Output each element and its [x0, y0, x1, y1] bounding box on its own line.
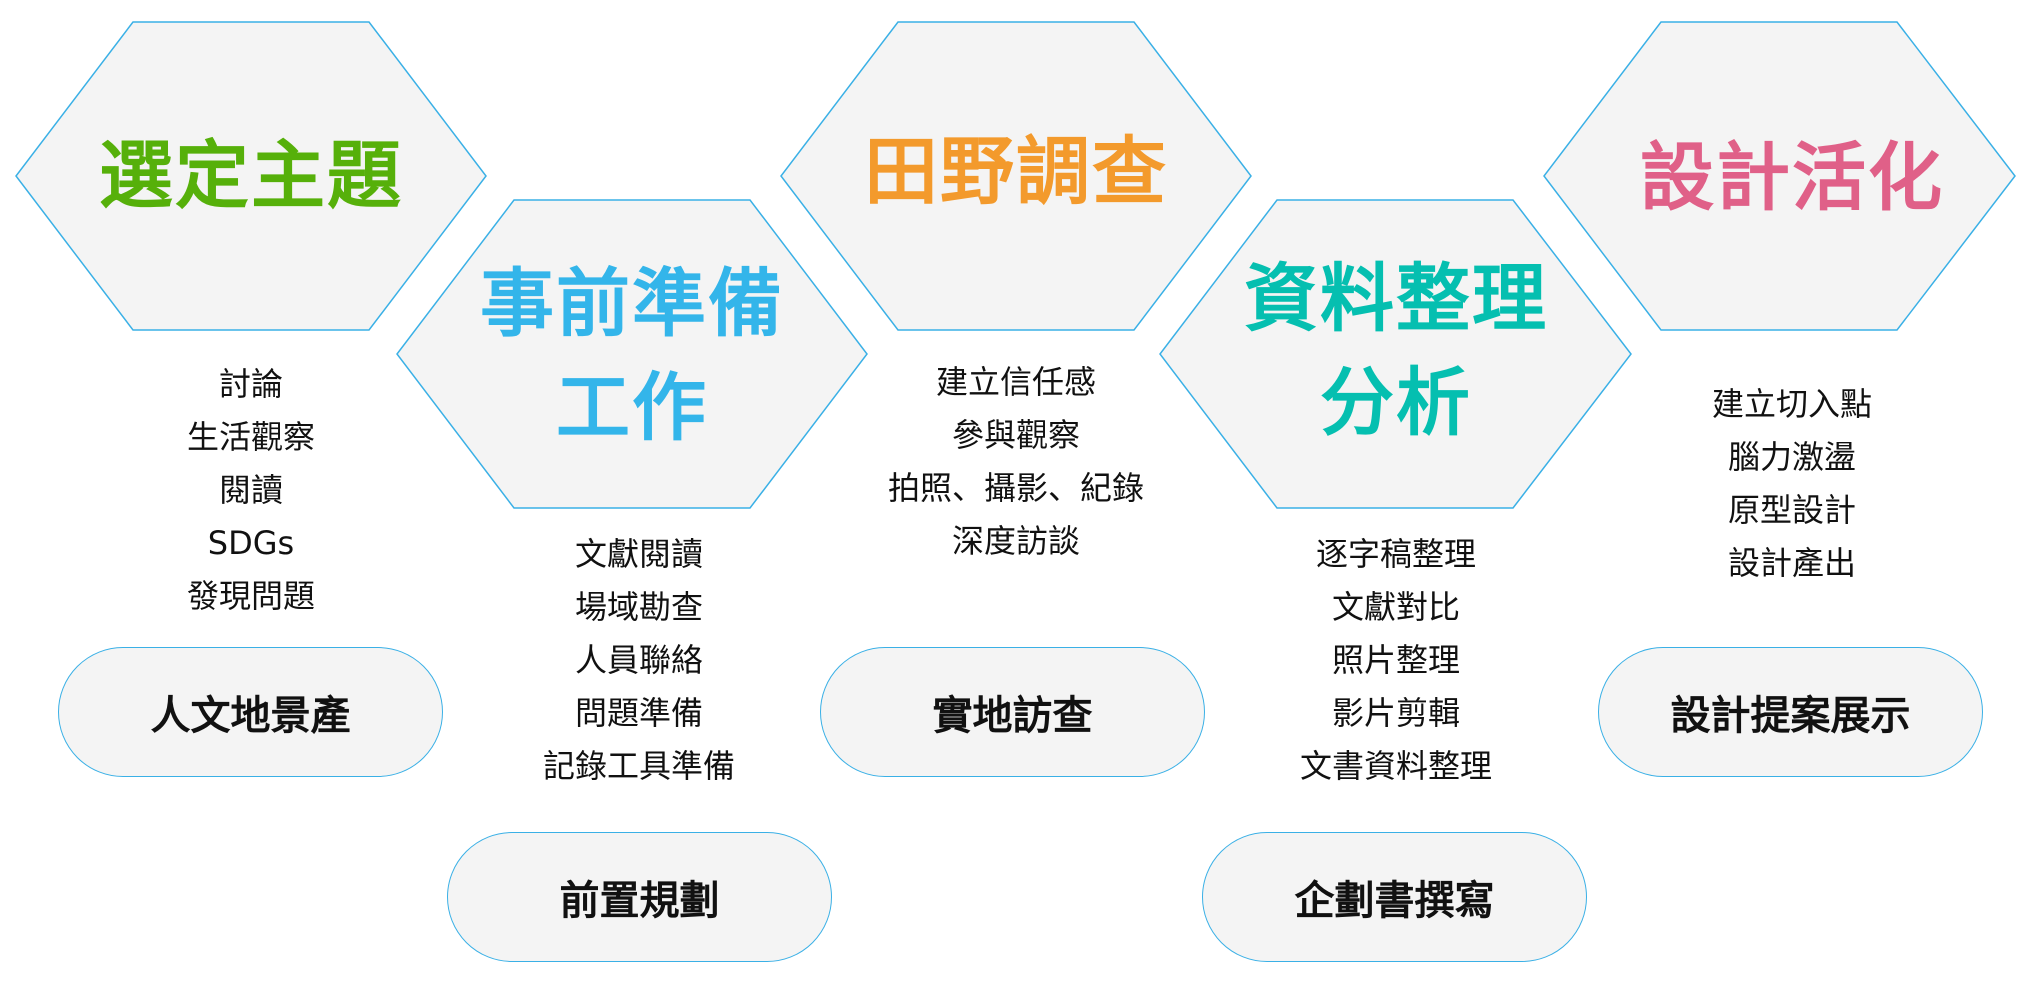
list-item: 閱讀: [218, 471, 283, 509]
list-item: 文書資料整理: [1299, 747, 1492, 785]
stage-4-activities: 逐字稿整理 文獻對比 照片整理 影片剪輯 文書資料整理: [1216, 528, 1576, 793]
list-item: 建立信任感: [935, 363, 1096, 401]
stage-5-activities: 建立切入點 腦力激盪 原型設計 設計產出: [1612, 378, 1972, 590]
stage-1-title: 選定主題: [51, 124, 451, 228]
stage-4-output: 企劃書撰寫: [1202, 832, 1587, 962]
list-item: 人員聯絡: [574, 641, 703, 679]
list-item: 腦力激盪: [1727, 438, 1856, 476]
list-item: SDGs: [207, 524, 295, 562]
list-item: 生活觀察: [186, 418, 315, 456]
stage-5-output: 設計提案展示: [1598, 647, 1983, 777]
list-item: 文獻對比: [1331, 588, 1460, 626]
hexagon-stage-4: [1159, 199, 1632, 509]
output-label: 前置規劃: [559, 878, 720, 924]
title-line: 選定主題: [99, 133, 403, 219]
stage-1-activities: 討論 生活觀察 閱讀 SDGs 發現問題: [71, 358, 431, 623]
hexagon-stage-3: [780, 21, 1252, 331]
list-item: 發現問題: [186, 577, 315, 615]
title-line: 設計活化: [1640, 135, 1944, 221]
list-item: 問題準備: [574, 694, 703, 732]
title-line: 分析: [1320, 360, 1472, 446]
list-item: 深度訪談: [951, 522, 1080, 560]
list-item: 參與觀察: [951, 416, 1080, 454]
title-line: 田野調查: [864, 129, 1168, 215]
list-item: 照片整理: [1331, 641, 1460, 679]
stage-2-output: 前置規劃: [447, 832, 832, 962]
output-label: 人文地景產: [150, 693, 351, 739]
list-item: 逐字稿整理: [1315, 535, 1476, 573]
stage-3-activities: 建立信任感 參與觀察 拍照、攝影、紀錄 深度訪談: [836, 356, 1196, 568]
hexagon-stage-2: [396, 199, 868, 509]
list-item: 場域勘查: [574, 588, 703, 626]
hexagon-stage-1: [15, 21, 487, 331]
list-item: 記錄工具準備: [542, 747, 735, 785]
stage-3-title: 田野調查: [816, 120, 1216, 224]
list-item: 建立切入點: [1711, 385, 1872, 423]
stage-5-title: 設計活化: [1592, 126, 1992, 230]
list-item: 拍照、攝影、紀錄: [887, 469, 1144, 507]
stage-3-output: 實地訪查: [820, 647, 1205, 777]
hexagon-stage-5: [1543, 21, 2016, 331]
stage-4-title: 資料整理分析: [1196, 247, 1596, 455]
stage-2-title: 事前準備工作: [432, 252, 832, 460]
list-item: 文獻閱讀: [574, 535, 703, 573]
title-line: 資料整理: [1244, 256, 1548, 342]
title-line: 事前準備: [480, 261, 784, 347]
output-label: 實地訪查: [932, 693, 1093, 739]
list-item: 原型設計: [1727, 491, 1856, 529]
output-label: 設計提案展示: [1670, 693, 1911, 739]
stage-1-output: 人文地景產: [58, 647, 443, 777]
list-item: 設計產出: [1727, 544, 1856, 582]
list-item: 討論: [218, 365, 283, 403]
output-label: 企劃書撰寫: [1294, 878, 1495, 924]
list-item: 影片剪輯: [1331, 694, 1460, 732]
stage-2-activities: 文獻閱讀 場域勘查 人員聯絡 問題準備 記錄工具準備: [459, 528, 819, 793]
title-line: 工作: [556, 365, 708, 451]
